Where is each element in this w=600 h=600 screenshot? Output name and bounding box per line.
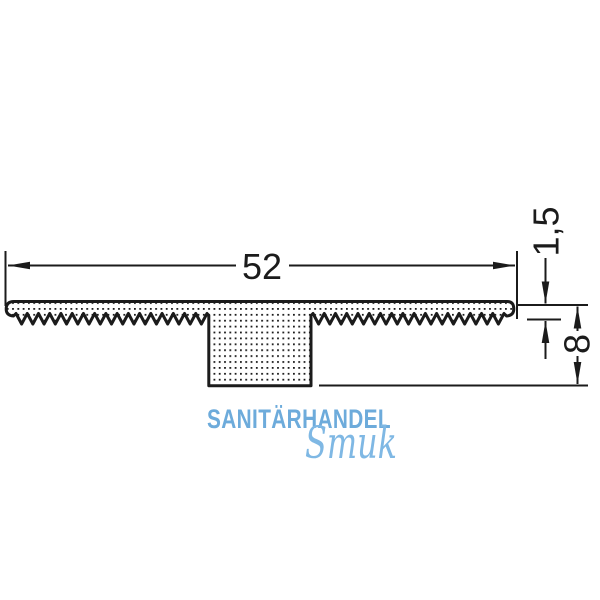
profile-outline (4, 300, 516, 388)
dimension-label-width: 52 (242, 246, 282, 287)
watermark-brand-text: SANITÄRHANDEL (207, 404, 391, 434)
dimension-label-thickness: 1,5 (526, 206, 567, 256)
dimension-label-height: 8 (557, 334, 598, 354)
watermark-script-text: Smuk (305, 418, 397, 469)
